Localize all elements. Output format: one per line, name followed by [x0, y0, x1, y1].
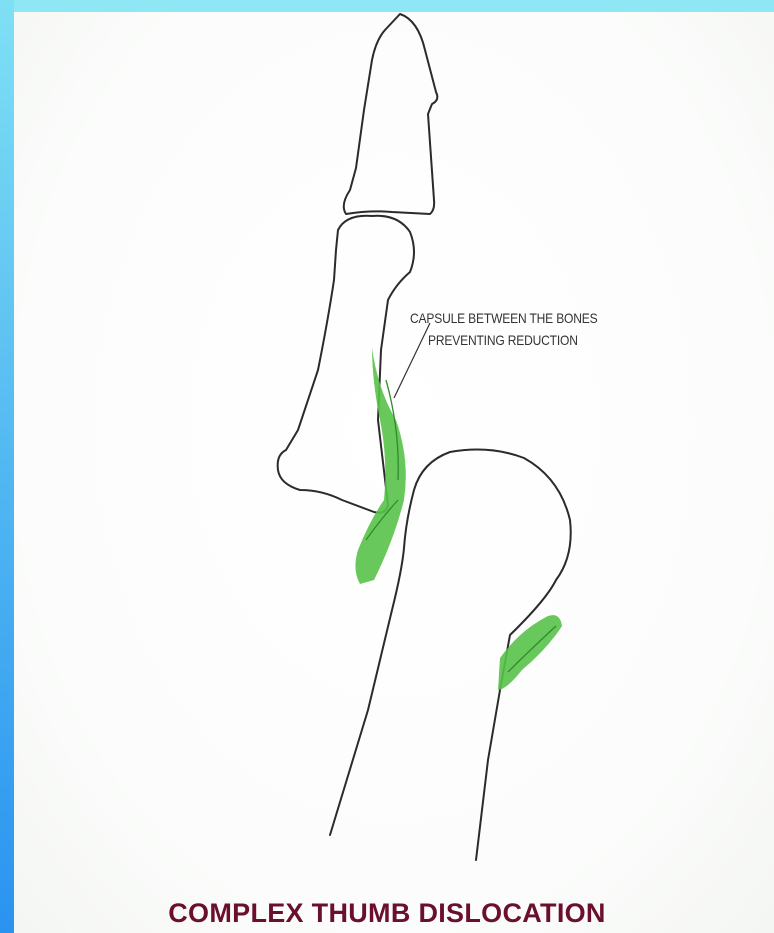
- diagram-title: COMPLEX THUMB DISLOCATION: [0, 898, 774, 929]
- annotation-line-1: CAPSULE BETWEEN THE BONES: [410, 310, 598, 326]
- capsule-tissue: [355, 348, 562, 690]
- distal-phalanx-bone: [344, 14, 438, 214]
- annotation-leader-line: [394, 323, 430, 398]
- annotation-line-2: PREVENTING REDUCTION: [428, 332, 578, 348]
